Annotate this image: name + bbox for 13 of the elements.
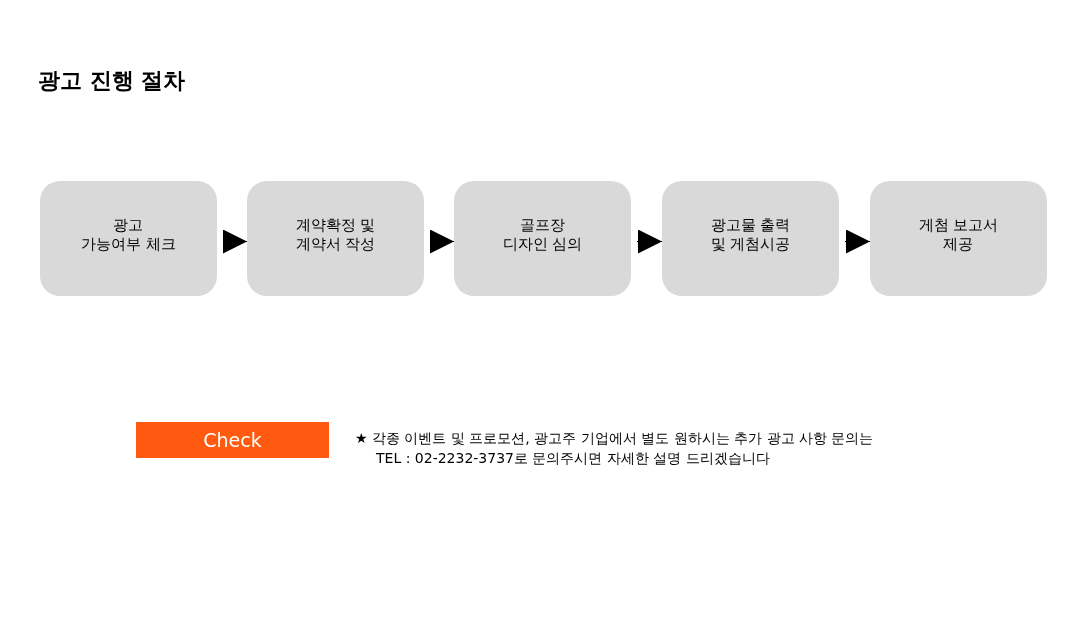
arrow [636,229,663,254]
title: 광고 진행 절차 [38,67,186,95]
note-text: TEL : 02-2232-3737로 문의주시면 자세한 설명 드리겠습니다 [376,450,770,468]
note-text: ★ 각종 이벤트 및 프로모션, 광고주 기업에서 별도 원하시는 추가 광고 사항 문의는 [355,430,874,448]
step-box: 게첨 보고서 제공 [870,181,1047,296]
step-box: 광고물 출력 및 게첨시공 [662,181,839,296]
arrow [429,229,455,254]
step-box: 광고 가능여부 체크 [40,181,217,296]
check-banner: Check [136,422,329,458]
step-box: 골프장 디자인 심의 [454,181,631,296]
arrow [222,229,248,254]
arrow [844,229,871,254]
step-box: 계약확정 및 계약서 작성 [247,181,424,296]
